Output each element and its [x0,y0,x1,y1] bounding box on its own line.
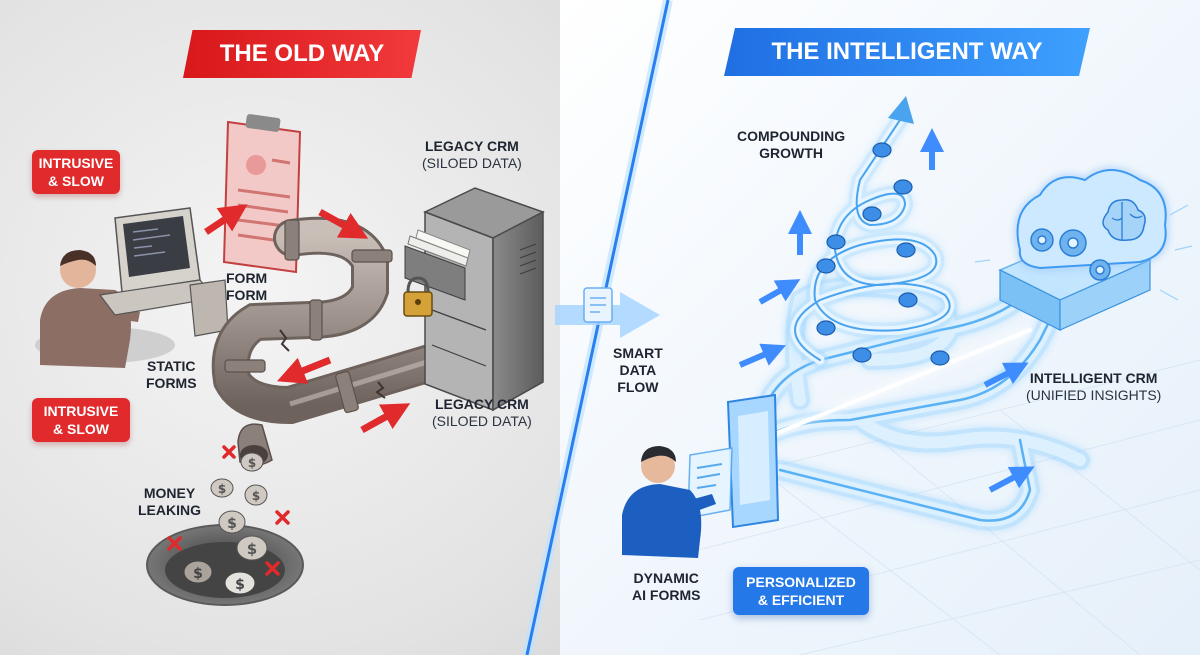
form-label: FORM FORM [226,270,267,304]
label-line: MONEY [143,485,196,501]
server-cabinet-icon [404,187,545,412]
tag-line: INTRUSIVE [43,403,119,419]
label-title: INTELLIGENT CRM [1029,370,1158,386]
padlock-icon [403,276,433,317]
label-title: LEGACY CRM [424,138,519,154]
coin-icon: $ $ $ $ $ $ $ [183,452,268,595]
tag-line: INTRUSIVE [38,155,114,171]
label-line: FORMS [146,375,197,391]
gear-icon [1030,228,1111,281]
tablet-icon [687,393,780,529]
intelligent-crm-label: INTELLIGENT CRM (UNIFIED INSIGHTS) [1026,370,1161,404]
compounding-growth-label: COMPOUNDING GROWTH [737,128,845,162]
red-flow-arrows [204,204,411,434]
svg-text:$: $ [193,566,203,582]
label-line: DYNAMIC [633,570,699,586]
intrusive-slow-tag-top: INTRUSIVE & SLOW [32,150,120,194]
label-line: AI FORMS [632,587,701,603]
intrusive-slow-tag-bottom: INTRUSIVE & SLOW [32,398,130,442]
label-line: FORM [226,270,268,286]
label-line: FLOW [617,379,659,395]
broken-pipes [211,216,459,467]
cloud-brain-icon [998,169,1167,331]
svg-text:$: $ [252,489,260,503]
label-line: SMART [613,345,663,361]
tag-line: & SLOW [48,173,104,189]
person-with-tablet-icon [622,446,716,558]
svg-text:$: $ [235,577,245,593]
divider-line [522,0,673,655]
tag-line: & EFFICIENT [757,592,845,608]
file-drawer [404,229,471,301]
legacy-crm-top-label: LEGACY CRM (SILOED DATA) [422,138,522,172]
label-sub: (SILOED DATA) [422,155,522,171]
red-x-marks [167,445,290,576]
svg-text:$: $ [248,456,256,470]
label-sub: (SILOED DATA) [432,413,532,429]
intelligent-way-banner: THE INTELLIGENT WAY [724,28,1090,76]
label-sub: (UNIFIED INSIGHTS) [1026,387,1162,403]
smart-data-flow-arrow [555,287,660,338]
tag-line: & SLOW [53,421,109,437]
money-leaking-label: MONEY LEAKING [138,485,201,519]
label-line: LEAKING [138,502,201,518]
legacy-crm-bottom-label: LEGACY CRM (SILOED DATA) [432,396,532,430]
static-forms-label: STATIC FORMS [146,358,197,392]
label-line: COMPOUNDING [737,128,846,144]
label-line: DATA [619,362,657,378]
computer-icon [98,207,229,337]
label-title: LEGACY CRM [434,396,529,412]
blue-growth-arrows [738,128,1035,493]
tag-line: PERSONALIZED [746,574,856,590]
dynamic-ai-forms-label: DYNAMIC AI FORMS [632,570,700,604]
personalized-efficient-tag: PERSONALIZED & EFFICIENT [733,567,869,615]
sparkle-lines [974,204,1193,301]
svg-text:$: $ [227,516,237,532]
label-line: STATIC [147,358,196,374]
label-line: GROWTH [759,145,823,161]
svg-text:$: $ [247,540,257,558]
old-way-banner: THE OLD WAY [183,30,421,78]
growth-spiral [787,96,958,368]
svg-text:$: $ [218,482,226,496]
label-line: FORM [226,287,268,303]
smart-data-flow-label: SMART DATA FLOW [613,345,663,396]
blue-coin-icon [816,142,950,366]
